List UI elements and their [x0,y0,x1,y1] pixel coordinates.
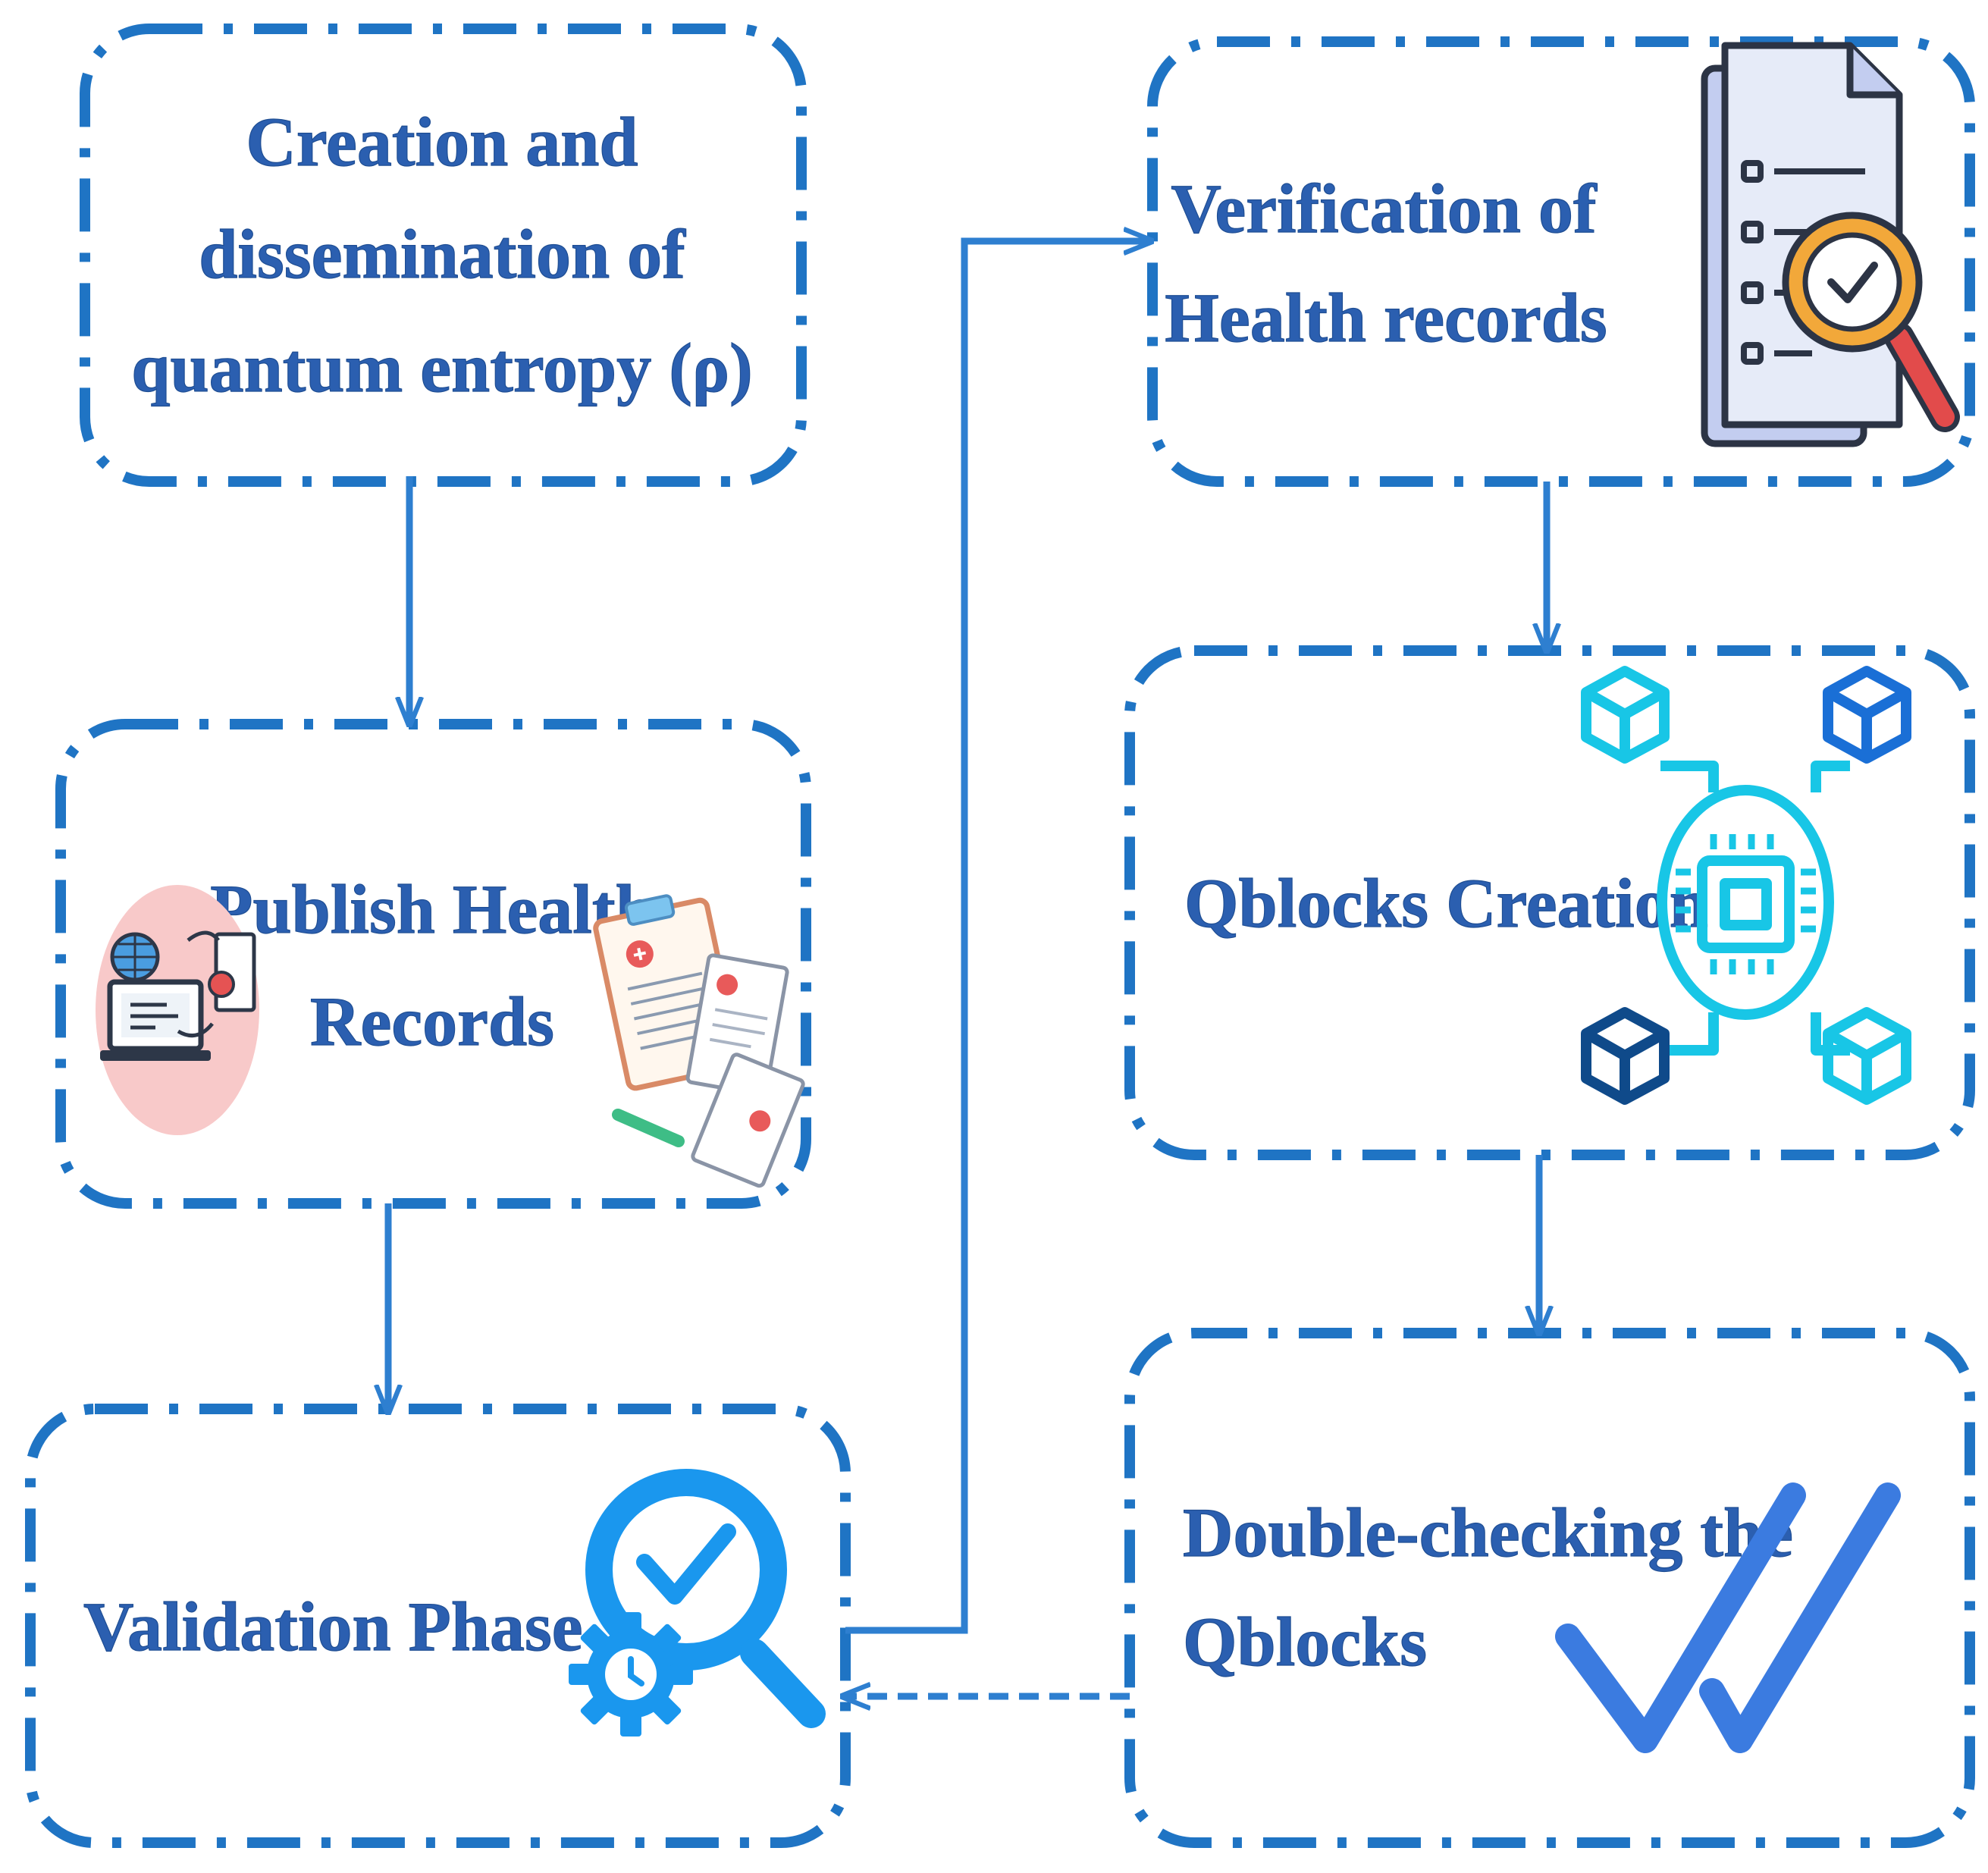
blockchain-chip-icon [1581,666,1911,1105]
verification-line-1: Verification of [1171,170,1598,247]
publish-line-1: Publish Health [210,871,654,948]
double-check-icon [1555,1482,1901,1753]
verification-line-2: Health records [1165,279,1607,356]
validation-line-1: Validation Phase [83,1588,583,1665]
box-creation [80,24,807,487]
creation-line-1: Creation and [246,103,638,180]
double-check-line-1: Double-checking the [1183,1494,1793,1571]
double-check-line-2: Qblocks [1183,1603,1427,1680]
medical-records-icon [593,894,805,1188]
arrow-validation-to-verification [845,241,1151,1634]
computer-upload-icon [96,885,259,1135]
creation-line-3: quantum entropy (ρ) [131,329,752,406]
qblocks-line-1: Qblocks Creation [1184,864,1708,942]
publish-line-2: Records [310,983,554,1060]
validation-gear-magnifier-icon [569,1469,826,1737]
creation-line-2: dissemination of [199,215,686,293]
box-validation [25,1404,851,1848]
box-verification [1147,36,1975,487]
document-magnifier-icon [1701,42,1960,447]
box-publish [55,719,811,1209]
